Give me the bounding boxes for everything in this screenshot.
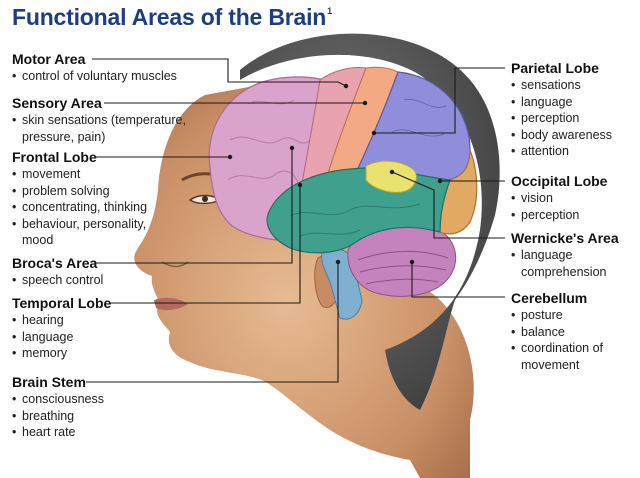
brain-stem-item: heart rate <box>12 424 104 441</box>
leader-dot-cerebellum <box>409 259 415 265</box>
temporal-lobe-name: Temporal Lobe <box>12 295 112 311</box>
frontal-lobe-item: behaviour, personality, <box>12 216 147 233</box>
leader-stem <box>86 262 339 383</box>
frontal-lobe-item: movement <box>12 166 147 183</box>
sensory-area-item: skin sensations (temperature, <box>12 112 186 129</box>
brain-stem-items: consciousness breathing heart rate <box>12 391 104 441</box>
leader-wernicke <box>391 171 505 239</box>
brocas-area-item: speech control <box>12 272 103 289</box>
cerebellum-item: movement <box>521 357 580 372</box>
sensory-area-name: Sensory Area <box>12 95 102 111</box>
temporal-lobe-items: hearing language memory <box>12 312 111 362</box>
leader-temporal <box>110 185 301 304</box>
label-brocas-area: Broca's Area speech control <box>12 255 103 289</box>
brain-stem-name: Brain Stem <box>12 374 86 390</box>
page-title: Functional Areas of the Brain1 <box>12 4 332 31</box>
leader-dot-parietal <box>371 130 377 136</box>
frontal-lobe-items: movement problem solving concentrating, … <box>12 166 147 249</box>
occipital-lobe-item: vision <box>511 190 607 207</box>
wernickes-area-item: comprehension <box>521 264 607 279</box>
parietal-lobe-name: Parietal Lobe <box>511 60 599 76</box>
leader-cerebellum <box>411 262 505 298</box>
leader-dot-motor <box>343 83 349 89</box>
wernicke-area-shape <box>365 160 417 193</box>
label-parietal-lobe: Parietal Lobe sensations language percep… <box>511 60 612 160</box>
frontal-lobe-item: mood <box>22 233 54 247</box>
title-text: Functional Areas of the Brain <box>12 4 327 30</box>
cerebellum-folds <box>357 251 449 285</box>
leader-parietal <box>374 67 505 134</box>
label-brain-stem: Brain Stem consciousness breathing heart… <box>12 374 104 441</box>
lips <box>154 297 188 311</box>
parietal-lobe-item: body awareness <box>511 127 612 144</box>
occipital-lobe-name: Occipital Lobe <box>511 173 608 189</box>
parietal-lobe-item: perception <box>511 110 612 127</box>
frontal-lobe-name: Frontal Lobe <box>12 149 97 165</box>
leader-dot-occipital <box>437 178 443 184</box>
motor-area-items: control of voluntary muscles <box>12 68 177 85</box>
sensory-area-items: skin sensations (temperature, pressure, … <box>12 112 186 145</box>
label-frontal-lobe: Frontal Lobe movement problem solving co… <box>12 149 147 249</box>
motor-area-name: Motor Area <box>12 51 86 67</box>
wernickes-area-item: language <box>511 247 619 264</box>
leader-dot-wernicke <box>389 169 395 175</box>
title-footnote: 1 <box>327 6 332 16</box>
frontal-lobe-item: concentrating, thinking <box>12 199 147 216</box>
temporal-lobe-item: language <box>12 329 111 346</box>
sensory-area-item: pressure, pain) <box>22 129 106 144</box>
label-motor-area: Motor Area control of voluntary muscles <box>12 51 177 85</box>
cerebellum-items: posture balance coordination of movement <box>511 307 603 373</box>
frontal-lobe-item: problem solving <box>12 183 147 200</box>
brocas-area-name: Broca's Area <box>12 255 98 271</box>
parietal-lobe-items: sensations language perception body awar… <box>511 77 612 160</box>
parietal-lobe-item: attention <box>511 143 612 160</box>
parietal-lobe-item: language <box>511 94 612 111</box>
brain-stem-item: breathing <box>12 408 104 425</box>
cerebellum-item: balance <box>511 324 603 341</box>
iris <box>202 196 208 202</box>
occipital-lobe-items: vision perception <box>511 190 607 223</box>
leader-lines <box>86 58 505 383</box>
motor-area-item: control of voluntary muscles <box>12 68 177 85</box>
leader-dot-temporal <box>297 182 303 188</box>
temporal-lobe-item: memory <box>12 345 111 362</box>
leader-dots <box>227 83 443 265</box>
brocas-area-items: speech control <box>12 272 103 289</box>
leader-dot-stem <box>335 259 341 265</box>
label-cerebellum: Cerebellum posture balance coordination … <box>511 290 603 373</box>
brain-stem-item: consciousness <box>12 391 104 408</box>
temporal-lobe-item: hearing <box>12 312 111 329</box>
parietal-lobe-item: sensations <box>511 77 612 94</box>
cerebellum-name: Cerebellum <box>511 290 588 306</box>
wernickes-area-name: Wernicke's Area <box>511 230 619 246</box>
cerebellum-item: posture <box>511 307 603 324</box>
cerebellum-item: coordination of <box>511 340 603 357</box>
leader-dot-broca <box>289 145 295 151</box>
label-sensory-area: Sensory Area skin sensations (temperatur… <box>12 95 186 145</box>
leader-broca <box>96 148 293 264</box>
leader-motor <box>92 58 347 87</box>
occipital-lobe-item: perception <box>511 207 607 224</box>
label-temporal-lobe: Temporal Lobe hearing language memory <box>12 295 111 362</box>
leader-dot-sensory <box>362 100 368 106</box>
wernickes-area-items: language comprehension <box>511 247 619 280</box>
label-occipital-lobe: Occipital Lobe vision perception <box>511 173 607 223</box>
leader-dot-frontal <box>227 154 233 160</box>
label-wernickes-area: Wernicke's Area language comprehension <box>511 230 619 280</box>
